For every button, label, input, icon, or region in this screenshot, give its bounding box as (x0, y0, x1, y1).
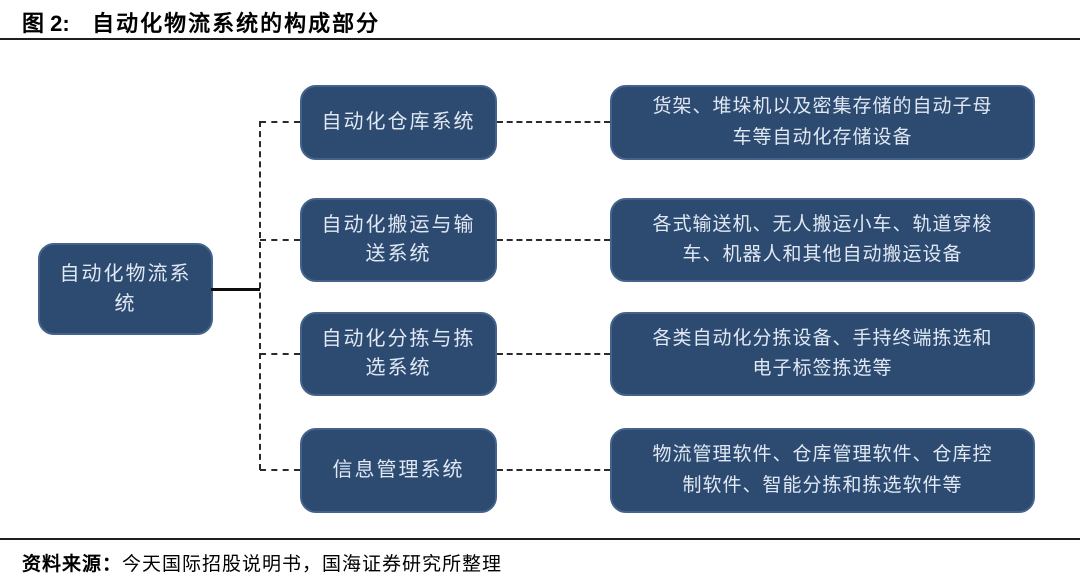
subsystem-node-information-management: 信息管理系统 (300, 428, 497, 513)
figure-title-text: 自动化物流系统的构成部分 (92, 11, 381, 36)
branch-dashed-line (260, 239, 300, 241)
description-dashed-line (497, 353, 610, 355)
branch-dashed-line (260, 121, 300, 123)
footer-divider-line (0, 538, 1080, 540)
subsystem-node-warehouse: 自动化仓库系统 (300, 85, 497, 160)
figure-header: 图 2: 自动化物流系统的构成部分 (22, 6, 380, 38)
branch-dashed-line (260, 353, 300, 355)
description-box-warehouse: 货架、堆垛机以及密集存储的自动子母车等自动化存储设备 (610, 85, 1035, 160)
root-node-automated-logistics-system: 自动化物流系统 (38, 243, 213, 335)
description-dashed-line (497, 469, 610, 471)
description-box-information-management: 物流管理软件、仓库管理软件、仓库控制软件、智能分拣和拣选软件等 (610, 428, 1035, 513)
description-dashed-line (497, 121, 610, 123)
subsystem-node-handling-conveying: 自动化搬运与输送系统 (300, 198, 497, 282)
branch-dashed-line (260, 469, 300, 471)
subsystem-node-sorting-picking: 自动化分拣与拣选系统 (300, 312, 497, 396)
root-connector-line (211, 288, 260, 291)
source-text: 今天国际招股说明书，国海证券研究所整理 (122, 554, 503, 575)
source-note: 资料来源：今天国际招股说明书，国海证券研究所整理 (22, 549, 502, 576)
description-box-sorting-picking: 各类自动化分拣设备、手持终端拣选和电子标签拣选等 (610, 312, 1035, 396)
description-box-handling-conveying: 各式输送机、无人搬运小车、轨道穿梭车、机器人和其他自动搬运设备 (610, 198, 1035, 282)
source-label: 资料来源： (22, 554, 123, 575)
title-divider-line (0, 38, 1080, 40)
trunk-dashed-line (259, 121, 261, 470)
figure-number-label: 图 2: (22, 11, 70, 36)
description-dashed-line (497, 239, 610, 241)
